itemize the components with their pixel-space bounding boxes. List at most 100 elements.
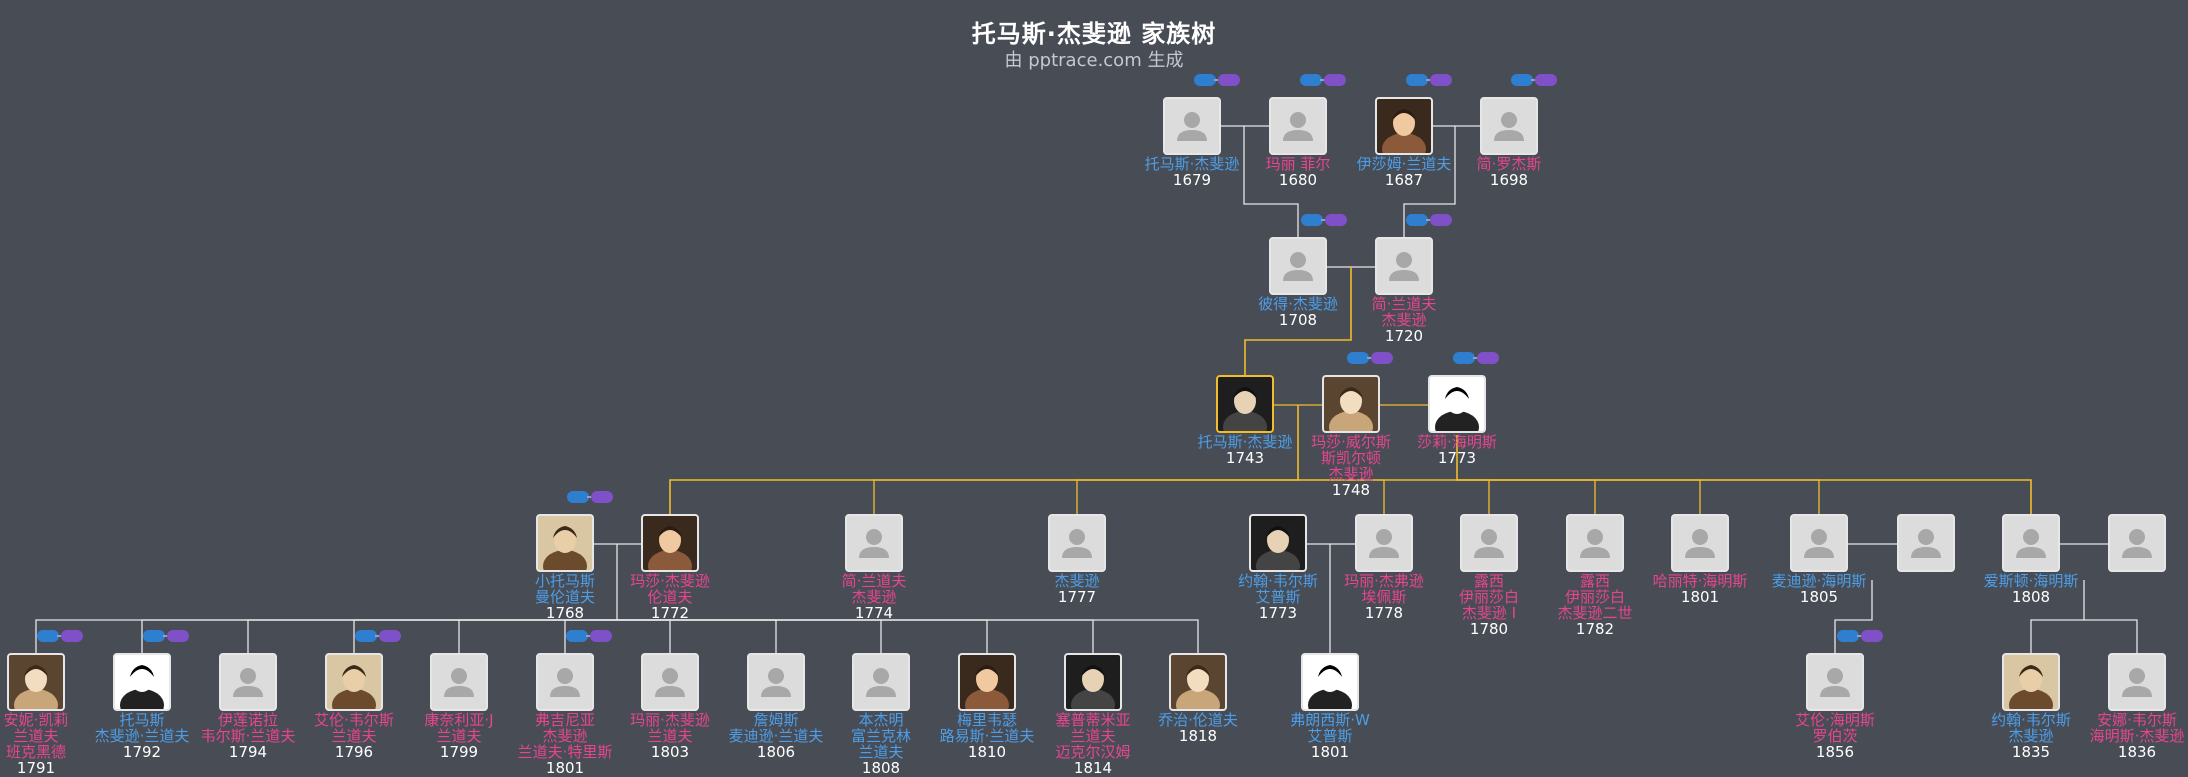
portrait-photo[interactable] — [958, 653, 1016, 711]
person-name-text: 弗吉尼亚 杰斐逊 兰道夫·特里斯 — [517, 711, 613, 761]
portrait-photo[interactable] — [641, 514, 699, 572]
portrait-photo[interactable] — [1322, 375, 1380, 433]
person-name-text: 伊莲诺拉 韦尔斯·兰道夫 — [200, 711, 296, 745]
expand-toggle[interactable] — [1347, 352, 1395, 365]
expand-toggle[interactable] — [1453, 352, 1501, 365]
person-name-text: 玛丽·杰斐逊 兰道夫 — [630, 711, 710, 745]
portrait-photo[interactable] — [113, 653, 171, 711]
expand-toggle[interactable] — [143, 630, 191, 643]
birth-year: 1768 — [545, 604, 585, 622]
avatar-placeholder-icon[interactable] — [1163, 97, 1221, 155]
avatar-placeholder-icon[interactable] — [536, 653, 594, 711]
connector-line — [458, 619, 617, 653]
birth-year: 1796 — [334, 743, 374, 761]
birth-year: 1720 — [1384, 327, 1424, 345]
portrait-photo[interactable] — [7, 653, 65, 711]
birth-year: 1794 — [228, 743, 268, 761]
birth-year: 1801 — [1680, 588, 1720, 606]
portrait-photo[interactable] — [1428, 375, 1486, 433]
birth-year: 1806 — [756, 743, 796, 761]
birth-year: 1856 — [1815, 743, 1855, 761]
person-name-text: 露西 伊丽莎白 杰斐逊 I — [1458, 572, 1519, 622]
connector-line — [1243, 126, 1299, 237]
avatar-placeholder-icon[interactable] — [852, 653, 910, 711]
expand-toggle[interactable] — [1406, 74, 1454, 87]
avatar-placeholder-icon[interactable] — [1375, 237, 1433, 295]
expand-toggle[interactable] — [1300, 74, 1348, 87]
portrait-photo[interactable] — [1249, 514, 1307, 572]
portrait-photo[interactable] — [325, 653, 383, 711]
avatar-placeholder-icon[interactable] — [845, 514, 903, 572]
expand-toggle[interactable] — [566, 630, 614, 643]
person-name-text: 伊莎姆·兰道夫 — [1356, 155, 1452, 173]
expand-toggle[interactable] — [1837, 630, 1885, 643]
portrait-photo[interactable] — [1375, 97, 1433, 155]
portrait-photo[interactable] — [1064, 653, 1122, 711]
avatar-placeholder-icon[interactable] — [2002, 514, 2060, 572]
expand-toggle[interactable] — [37, 630, 85, 643]
expand-toggle[interactable] — [1194, 74, 1242, 87]
birth-year: 1780 — [1469, 620, 1509, 638]
avatar-placeholder-icon[interactable] — [2108, 653, 2166, 711]
portrait-photo[interactable] — [2002, 653, 2060, 711]
portrait-photo[interactable] — [1169, 653, 1227, 711]
birth-year: 1801 — [545, 759, 585, 777]
expand-toggle[interactable] — [1301, 214, 1349, 227]
avatar-placeholder-icon[interactable] — [641, 653, 699, 711]
portrait-photo[interactable] — [1301, 653, 1359, 711]
expand-toggle[interactable] — [1406, 214, 1454, 227]
avatar-placeholder-icon[interactable] — [1269, 237, 1327, 295]
avatar-placeholder-icon[interactable] — [1806, 653, 1864, 711]
birth-year: 1773 — [1258, 604, 1298, 622]
avatar-placeholder-icon[interactable] — [1480, 97, 1538, 155]
avatar-placeholder-icon[interactable] — [1566, 514, 1624, 572]
avatar-placeholder-icon[interactable] — [747, 653, 805, 711]
avatar-placeholder-icon[interactable] — [1671, 514, 1729, 572]
expand-toggle[interactable] — [567, 491, 615, 504]
birth-year: 1799 — [439, 743, 479, 761]
portrait-photo[interactable] — [1216, 375, 1274, 433]
person-name-text: 本杰明 富兰克林 兰道夫 — [850, 711, 911, 761]
birth-year: 1778 — [1364, 604, 1404, 622]
avatar-placeholder-icon[interactable] — [1790, 514, 1848, 572]
person-name-text: 梅里韦瑟 路易斯·兰道夫 — [939, 711, 1035, 745]
birth-year: 1743 — [1225, 449, 1265, 467]
avatar-placeholder-icon[interactable] — [1897, 514, 1955, 572]
avatar-placeholder-icon[interactable] — [1460, 514, 1518, 572]
person-name-text: 弗朗西斯·W 艾普斯 — [1290, 711, 1370, 745]
avatar-placeholder-icon[interactable] — [430, 653, 488, 711]
expand-toggle[interactable] — [1511, 74, 1559, 87]
avatar-placeholder-icon[interactable] — [1355, 514, 1413, 572]
avatar-placeholder-icon[interactable] — [219, 653, 277, 711]
avatar-placeholder-icon[interactable] — [1269, 97, 1327, 155]
birth-year: 1772 — [650, 604, 690, 622]
person-name-text: 彼得·杰斐逊 — [1258, 295, 1338, 313]
birth-year: 1748 — [1331, 481, 1371, 499]
person-name-text: 艾伦·韦尔斯 兰道夫 — [314, 711, 394, 745]
birth-year: 1803 — [650, 743, 690, 761]
avatar-placeholder-icon[interactable] — [2108, 514, 2166, 572]
expand-toggle[interactable] — [355, 630, 403, 643]
person-name-text: 哈丽特·海明斯 — [1652, 572, 1748, 590]
portrait-photo[interactable] — [536, 514, 594, 572]
avatar-placeholder-icon[interactable] — [1048, 514, 1106, 572]
connector-line — [1456, 435, 2032, 514]
